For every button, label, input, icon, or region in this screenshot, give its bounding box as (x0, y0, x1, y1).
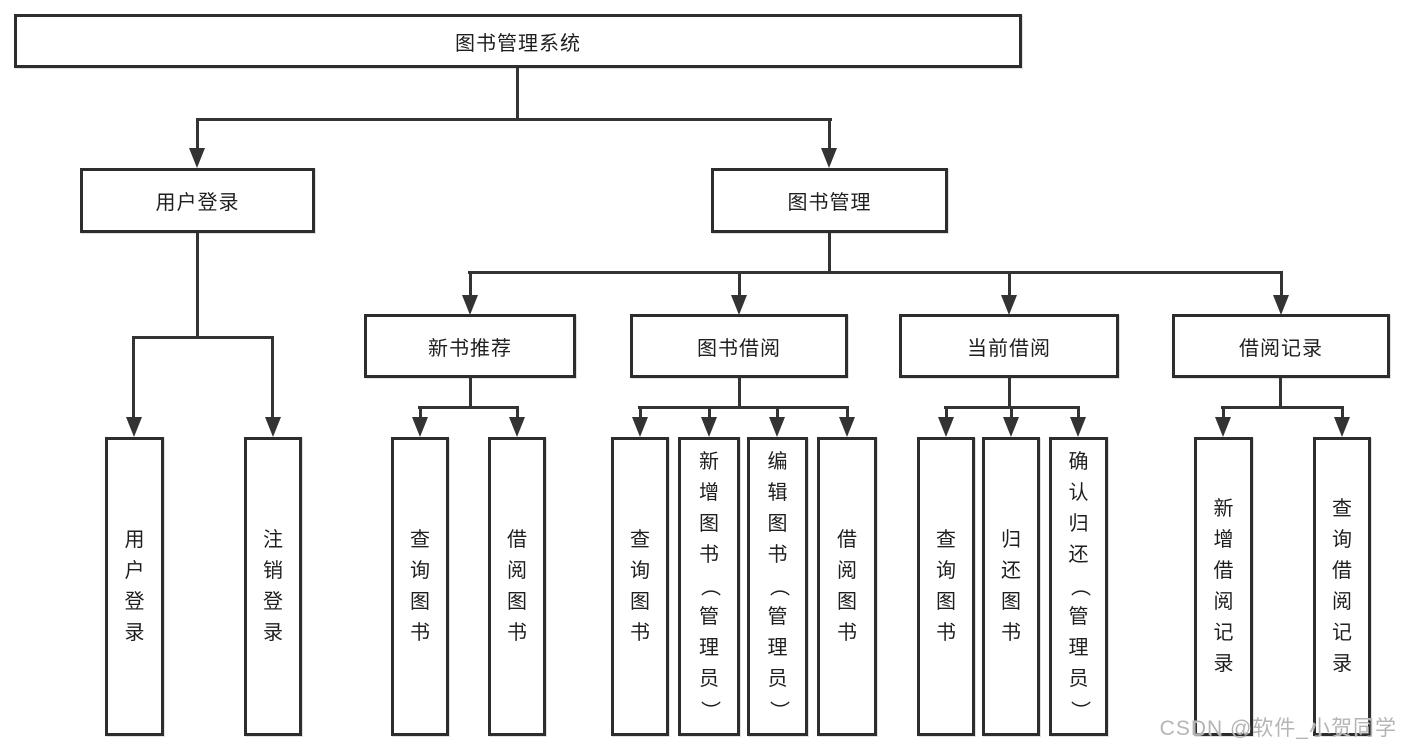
leaf-logout: 注销登录 (244, 437, 302, 736)
leaf-cur-confirm-return-admin: 确认归还（管理员） (1049, 437, 1108, 736)
leaf-bw-borrow-books: 借阅图书 (817, 437, 877, 736)
connector-line (418, 406, 519, 409)
connector-line (419, 406, 422, 418)
connector-line (828, 118, 831, 149)
leaf-nb-query-books-label: 查询图书 (410, 528, 430, 644)
connector-line (846, 406, 849, 418)
leaf-bw-query-books-label: 查询图书 (630, 528, 650, 644)
node-user-login: 用户登录 (80, 168, 315, 233)
connector-line (708, 406, 711, 418)
arrowhead-icon (265, 417, 281, 437)
connector-line (196, 233, 199, 336)
node-borrow-records-label: 借阅记录 (1239, 337, 1323, 360)
leaf-user-login: 用户登录 (105, 437, 164, 736)
leaf-rec-query-record: 查询借阅记录 (1313, 437, 1371, 736)
connector-line (271, 336, 274, 418)
connector-line (1008, 271, 1011, 296)
connector-line (1279, 378, 1282, 406)
connector-line (1222, 406, 1225, 418)
node-new-book-recommend: 新书推荐 (364, 314, 576, 378)
node-new-book-recommend-label: 新书推荐 (428, 337, 512, 360)
arrowhead-icon (839, 417, 855, 437)
arrowhead-icon (1001, 295, 1017, 315)
root-node: 图书管理系统 (14, 14, 1022, 68)
connector-line (738, 271, 741, 296)
arrowhead-icon (769, 417, 785, 437)
node-borrow-records: 借阅记录 (1172, 314, 1390, 378)
node-book-management-label: 图书管理 (787, 192, 872, 214)
leaf-bw-borrow-books-label: 借阅图书 (837, 528, 857, 644)
connector-line (738, 378, 741, 406)
connector-line (945, 406, 948, 418)
connector-line (639, 406, 642, 418)
arrowhead-icon (1070, 417, 1086, 437)
arrowhead-icon (509, 417, 525, 437)
connector-line (469, 378, 472, 406)
connector-line (132, 336, 274, 339)
node-book-borrow: 图书借阅 (630, 314, 848, 378)
node-book-borrow-label: 图书借阅 (697, 337, 781, 360)
arrowhead-icon (632, 417, 648, 437)
node-user-login-label: 用户登录 (155, 192, 240, 214)
leaf-nb-borrow-books-label: 借阅图书 (507, 528, 527, 644)
connector-line (1008, 378, 1011, 406)
leaf-bw-query-books: 查询图书 (611, 437, 669, 736)
connector-line (638, 406, 849, 409)
connector-line (516, 406, 519, 418)
arrowhead-icon (701, 417, 717, 437)
arrowhead-icon (126, 417, 142, 437)
leaf-bw-add-books-admin-label: 新增图书（管理员） (698, 451, 721, 721)
node-current-borrow-label: 当前借阅 (967, 337, 1051, 360)
leaf-rec-add-record: 新增借阅记录 (1194, 437, 1253, 736)
leaf-cur-query-books: 查询图书 (917, 437, 975, 736)
connector-line (828, 233, 831, 271)
connector-line (1341, 406, 1344, 418)
leaf-cur-confirm-return-admin-label: 确认归还（管理员） (1068, 451, 1090, 721)
connector-line (1077, 406, 1080, 418)
connector-line (196, 118, 199, 149)
arrowhead-icon (1334, 417, 1350, 437)
connector-line (1221, 406, 1344, 409)
arrowhead-icon (189, 148, 205, 168)
node-book-management: 图书管理 (711, 168, 948, 233)
arrowhead-icon (731, 295, 747, 315)
leaf-rec-query-record-label: 查询借阅记录 (1332, 497, 1352, 675)
leaf-rec-add-record-label: 新增借阅记录 (1213, 497, 1234, 675)
connector-line (469, 271, 472, 296)
root-label: 图书管理系统 (455, 32, 581, 55)
connector-line (468, 271, 1282, 274)
arrowhead-icon (938, 417, 954, 437)
leaf-cur-return-books-label: 归还图书 (1001, 528, 1021, 644)
leaf-bw-edit-books-admin: 编辑图书（管理员） (747, 437, 808, 736)
connector-line (132, 336, 135, 418)
arrowhead-icon (821, 148, 837, 168)
leaf-nb-borrow-books: 借阅图书 (488, 437, 546, 736)
arrowhead-icon (462, 295, 478, 315)
leaf-logout-label: 注销登录 (263, 528, 283, 644)
leaf-bw-add-books-admin: 新增图书（管理员） (678, 437, 740, 736)
arrowhead-icon (412, 417, 428, 437)
arrowhead-icon (1215, 417, 1231, 437)
csdn-watermark: CSDN @软件_小贺同学 (1159, 717, 1397, 740)
connector-line (1010, 406, 1013, 418)
connector-line (1280, 271, 1283, 296)
connector-line (196, 118, 832, 121)
leaf-nb-query-books: 查询图书 (391, 437, 449, 736)
arrowhead-icon (1273, 295, 1289, 315)
leaf-cur-query-books-label: 查询图书 (936, 528, 956, 644)
connector-line (776, 406, 779, 418)
leaf-cur-return-books: 归还图书 (982, 437, 1040, 736)
node-current-borrow: 当前借阅 (899, 314, 1119, 378)
arrowhead-icon (1003, 417, 1019, 437)
connector-line (516, 68, 519, 118)
leaf-user-login-label: 用户登录 (124, 528, 145, 644)
leaf-bw-edit-books-admin-label: 编辑图书（管理员） (767, 451, 789, 721)
